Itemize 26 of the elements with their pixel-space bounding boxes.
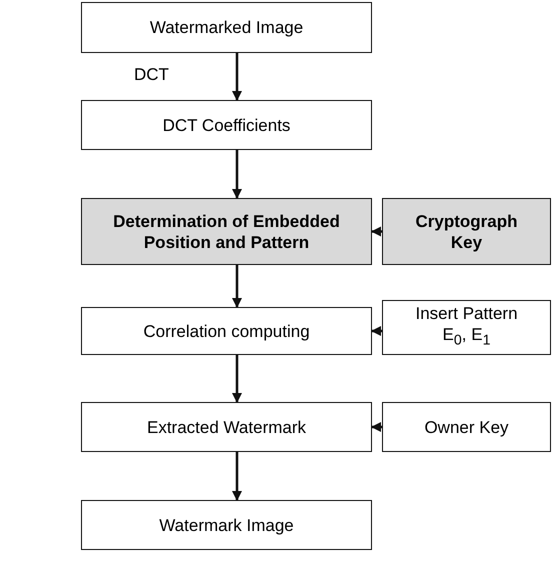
arrow [232,355,242,403]
box-label: DCT Coefficients [162,114,290,136]
process-box [81,100,372,150]
arrow [232,265,242,308]
box-label: Extracted Watermark [146,416,306,438]
arrow [232,150,242,199]
box-label: Correlation computing [143,320,310,342]
process-box [81,2,372,53]
box-label: Insert Pattern E$_{0}$, E$_{1}$ [414,303,519,351]
arrow [232,53,242,101]
box-label: Watermarked Image [150,17,304,38]
box-label: Cryptograph Key [414,210,518,252]
box-label: Watermark Image [159,514,294,536]
process-box [81,500,372,550]
process-box [81,307,372,355]
arrow [232,452,242,501]
arrow [371,226,382,236]
process-box [382,402,551,452]
shaded-process-box [382,198,551,265]
box-label: Determination of Embedded Position and Pattern [112,210,341,252]
arrow [371,326,382,336]
process-box [382,300,551,355]
shaded-process-box [81,198,372,265]
arrow [371,422,382,432]
box-label: Owner Key [424,416,509,438]
process-box [81,402,372,452]
